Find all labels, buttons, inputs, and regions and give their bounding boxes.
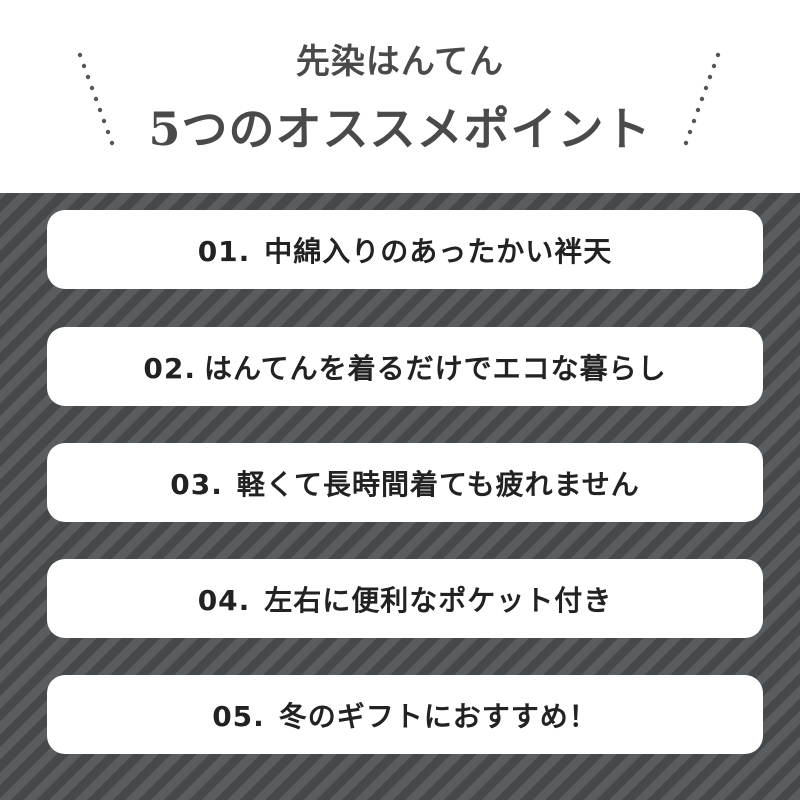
point-number-1: 01. (197, 234, 251, 268)
point-text-1: 01. 中綿入りのあったかい袢天 (198, 230, 613, 270)
header: 先染はんてん 5つのオススメポイント (0, 0, 800, 193)
point-text-4: 04. 左右に便利なポケット付き (198, 579, 613, 619)
point-number-3: 03. (170, 467, 223, 501)
point-text-5: 05. 冬のギフトにおすすめ！ (212, 695, 598, 735)
point-number-4: 04. (197, 583, 251, 617)
point-label-1: 中綿入りのあったかい袢天 (264, 234, 613, 268)
point-card-4: 04. 左右に便利なポケット付き (47, 559, 763, 638)
point-card-2: 02.はんてんを着るだけでエコな暮らし (47, 327, 763, 406)
points-panel: 01. 中綿入りのあったかい袢天 02.はんてんを着るだけでエコな暮らし 03. 軽… (0, 193, 800, 800)
point-card-5: 05. 冬のギフトにおすすめ！ (47, 675, 763, 754)
point-label-4: 左右に便利なポケット付き (264, 583, 613, 617)
title-line-1: 先染はんてん (295, 42, 505, 82)
dotted-accent-lines (77, 52, 721, 146)
point-card-1: 01. 中綿入りのあったかい袢天 (47, 210, 763, 289)
point-label-2: はんてんを着るだけでエコな暮らし (204, 351, 667, 385)
point-text-2: 02.はんてんを着るだけでエコな暮らし (143, 347, 666, 387)
point-text-3: 03. 軽くて長時間着ても疲れません (170, 463, 640, 503)
point-label-5: 冬のギフトにおすすめ！ (278, 699, 598, 733)
point-card-3: 03. 軽くて長時間着ても疲れません (47, 443, 763, 522)
title-line-2: 5つのオススメポイント (148, 102, 652, 156)
point-number-5: 05. (212, 699, 265, 733)
point-number-2: 02. (143, 351, 196, 385)
point-label-3: 軽くて長時間着ても疲れません (236, 467, 640, 501)
